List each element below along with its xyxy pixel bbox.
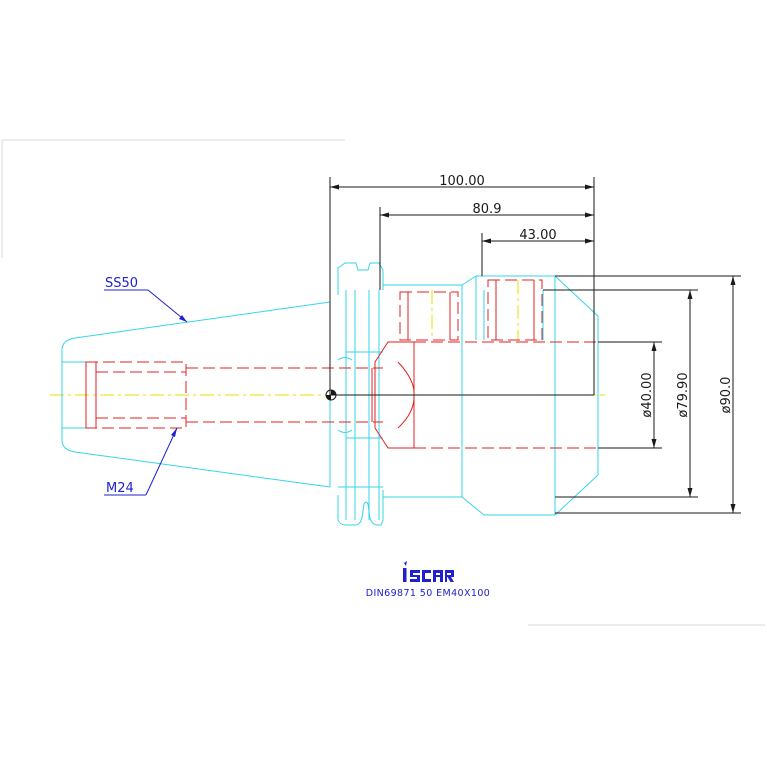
center-line [50,280,605,396]
holder-body [383,275,599,516]
part-caption: DIN69871 50 EM40X100 [366,588,491,599]
vertical-dimensions [543,275,741,514]
hidden-features [85,279,598,449]
horizontal-dimensions [329,177,595,396]
iscar-logo: iscar [403,561,454,582]
taper-shank [61,301,331,488]
short-length-label: 43.00 [519,228,556,243]
mid-length-label: 80.9 [473,202,502,217]
outer-diameter-label: ø90.0 [719,377,734,414]
thread-callout [104,427,178,496]
taper-callout [104,289,188,323]
collar-diameter-label: ø79.90 [676,372,691,417]
overall-length-label: 100.00 [439,174,485,189]
drawing-frame [1,139,765,626]
taper-callout-label: SS50 [105,276,138,291]
bore-diameter-label: ø40.00 [640,372,655,417]
thread-callout-label: M24 [106,481,134,496]
